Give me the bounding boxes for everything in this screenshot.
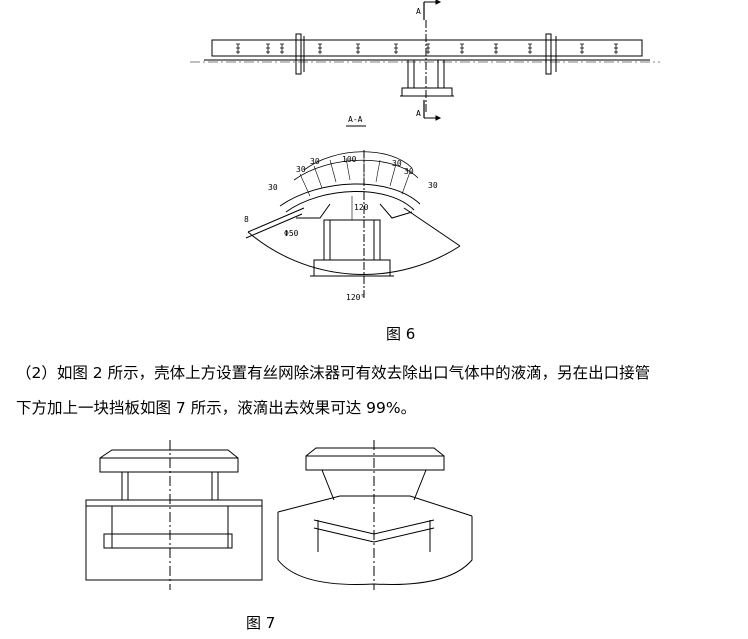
dim-label: Φ50 (284, 229, 299, 238)
section-marker-bottom: A (416, 109, 421, 118)
paragraph-line: 下方加上一块挡板如图 7 所示，液滴出去效果可达 99%。 (16, 399, 417, 417)
section-view-label: A-A (348, 115, 363, 124)
dim-label: 30 (268, 183, 278, 192)
fig6-plan-view (190, 0, 660, 121)
fig7-left-view (85, 440, 263, 590)
body-paragraph: （2）如图 2 所示，壳体上方设置有丝网除沫器可有效去除出口气体中的液滴，另在出… (16, 356, 736, 426)
fig6-section-view (245, 125, 461, 300)
dim-label: 120 (354, 203, 369, 212)
dim-label: 30 (310, 157, 320, 166)
dim-label: 30 (404, 167, 414, 176)
fig6-bolt-row (236, 43, 618, 54)
dim-label: 30 (392, 159, 402, 168)
dim-label: 30 (296, 165, 306, 174)
figure6-caption: 图 6 (386, 325, 416, 343)
fig7-right-view (277, 440, 473, 590)
dim-label: 30 (428, 181, 438, 190)
section-marker-top: A (416, 7, 421, 16)
figure7-caption: 图 7 (246, 614, 276, 632)
dim-label: 100 (342, 155, 357, 164)
dim-label: 120° (346, 293, 365, 302)
dim-label: 8 (244, 215, 249, 224)
paragraph-line: （2）如图 2 所示，壳体上方设置有丝网除沫器可有效去除出口气体中的液滴，另在出… (16, 364, 651, 382)
